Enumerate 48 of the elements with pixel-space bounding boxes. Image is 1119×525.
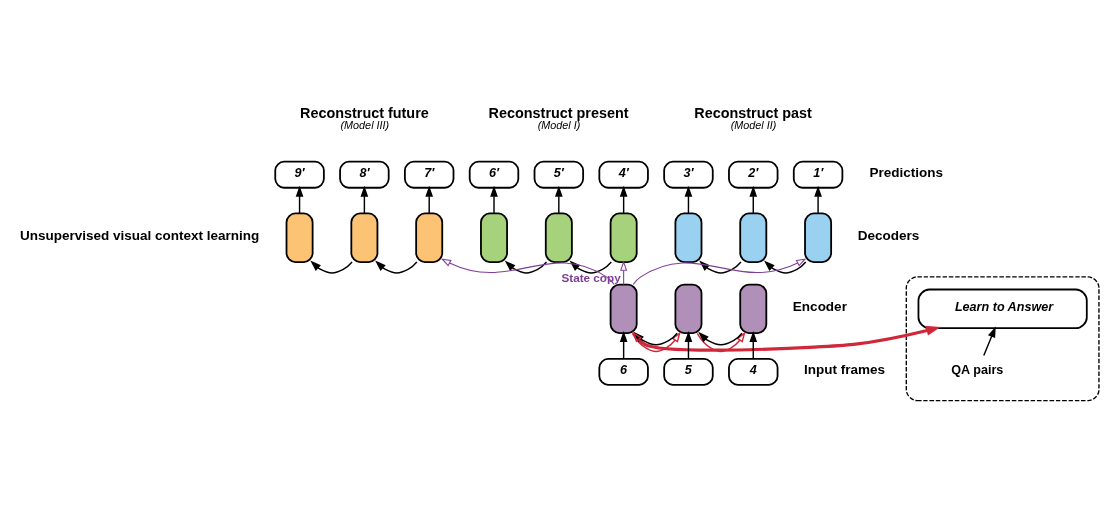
node-box: 1′	[792, 160, 844, 189]
node-box: Learn to Answer	[917, 288, 1088, 329]
node-box: 5	[663, 357, 714, 386]
node-box: 4′	[598, 160, 649, 189]
node-box	[415, 212, 444, 263]
arrow	[425, 185, 434, 214]
label: (Model II)	[730, 118, 777, 131]
arrow	[983, 325, 996, 356]
label: Unsupervised visual context learning	[20, 227, 260, 243]
node-box	[674, 212, 703, 263]
node-box	[739, 283, 768, 334]
arrow	[310, 260, 353, 274]
arrow	[698, 331, 743, 345]
node-box	[674, 283, 703, 334]
node-box: 6	[598, 357, 649, 386]
arrow	[814, 185, 822, 214]
label: Input frames	[804, 361, 886, 377]
node-box	[285, 212, 314, 263]
label: Encoder	[792, 298, 847, 314]
label: Predictions	[869, 164, 943, 180]
arrow	[764, 260, 807, 274]
node-box: 9′	[274, 160, 325, 189]
arrow	[696, 331, 746, 352]
label: Decoders	[857, 227, 920, 243]
cluster	[905, 275, 1100, 401]
arrow	[554, 185, 563, 214]
node-box: 8′	[339, 160, 390, 189]
arrow	[375, 260, 418, 274]
node-box: 4	[728, 357, 779, 386]
node-text: QA pairs	[951, 362, 1004, 377]
arrow	[490, 185, 498, 214]
node-box	[739, 212, 768, 263]
node-box	[804, 212, 833, 263]
label: Reconstruct future	[300, 104, 429, 121]
node-box: 6′	[468, 160, 520, 189]
arrow	[504, 260, 548, 274]
node-box: 5′	[533, 160, 585, 189]
node-box	[609, 283, 638, 334]
node-box: 3′	[663, 160, 714, 189]
node-box	[350, 212, 379, 263]
label: Reconstruct past	[694, 104, 812, 121]
label: Reconstruct present	[488, 104, 629, 121]
label: (Model III)	[340, 118, 390, 131]
node-box	[544, 212, 573, 263]
node-box: 7′	[404, 160, 455, 189]
node-box	[609, 212, 638, 263]
node-box: 2′	[728, 160, 779, 189]
node-box	[480, 212, 508, 263]
